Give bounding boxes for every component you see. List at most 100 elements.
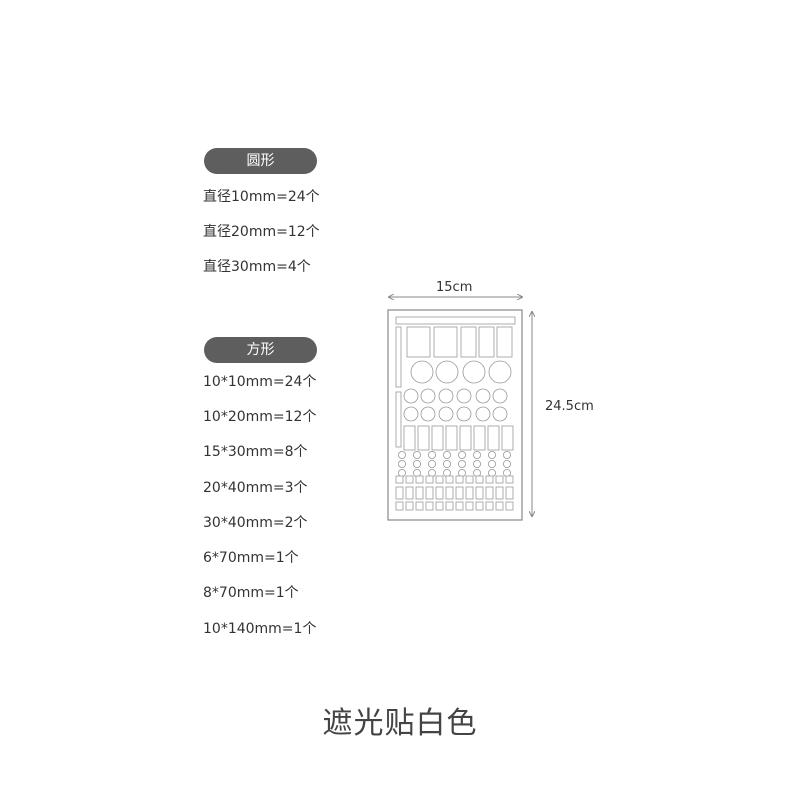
rect-10x20-sticker — [505, 486, 514, 500]
circle-10mm-sticker — [397, 459, 406, 468]
circle-10mm-sticker — [457, 450, 466, 459]
rect-30x40-sticker — [406, 326, 431, 358]
square-10x10-sticker — [435, 475, 444, 484]
square-10x10-sticker — [505, 475, 514, 484]
rect-15x30-sticker — [459, 425, 472, 451]
circle-10mm-sticker — [487, 450, 496, 459]
circle-10mm-sticker — [472, 459, 481, 468]
circle-spec-item: 直径20mm=12个 — [203, 224, 320, 240]
circle-10mm-sticker — [412, 459, 421, 468]
square-section-title: 方形 — [204, 337, 317, 363]
circle-10mm-sticker — [502, 450, 511, 459]
rect-30x40-sticker — [433, 326, 458, 358]
circle-10mm-sticker — [427, 468, 436, 477]
circle-30mm-sticker — [410, 360, 434, 384]
circle-20mm-sticker — [438, 388, 454, 404]
circle-10mm-sticker — [487, 468, 496, 477]
strip-8x70-sticker — [395, 391, 402, 448]
square-10x10-sticker — [455, 501, 464, 511]
circle-10mm-sticker — [412, 450, 421, 459]
rect-15x30-sticker — [445, 425, 458, 451]
width-label: 15cm — [436, 280, 473, 295]
circle-10mm-sticker — [487, 459, 496, 468]
square-spec-item: 10*140mm=1个 — [203, 621, 317, 637]
rect-15x30-sticker — [431, 425, 444, 451]
square-10x10-sticker — [395, 501, 404, 511]
circle-10mm-sticker — [427, 450, 436, 459]
circle-10mm-sticker — [502, 459, 511, 468]
rect-10x20-sticker — [425, 486, 434, 500]
circle-10mm-sticker — [472, 450, 481, 459]
circle-10mm-sticker — [442, 468, 451, 477]
square-10x10-sticker — [465, 475, 474, 484]
circle-20mm-sticker — [475, 406, 491, 422]
square-spec-item: 30*40mm=2个 — [203, 515, 308, 531]
circle-20mm-sticker — [456, 388, 472, 404]
square-10x10-sticker — [415, 475, 424, 484]
rect-10x20-sticker — [465, 486, 474, 500]
rect-20x40-sticker — [460, 326, 477, 358]
circle-10mm-sticker — [457, 459, 466, 468]
circle-10mm-sticker — [442, 450, 451, 459]
circle-20mm-sticker — [475, 388, 491, 404]
rect-10x20-sticker — [415, 486, 424, 500]
circle-20mm-sticker — [492, 406, 508, 422]
square-10x10-sticker — [455, 475, 464, 484]
caption: 遮光贴白色 — [322, 706, 478, 741]
rect-10x20-sticker — [435, 486, 444, 500]
circle-30mm-sticker — [488, 360, 512, 384]
circle-20mm-sticker — [438, 406, 454, 422]
square-10x10-sticker — [425, 475, 434, 484]
square-10x10-sticker — [495, 475, 504, 484]
circle-20mm-sticker — [403, 406, 419, 422]
circle-20mm-sticker — [492, 388, 508, 404]
square-10x10-sticker — [485, 501, 494, 511]
circle-section-title: 圆形 — [204, 148, 317, 174]
square-10x10-sticker — [505, 501, 514, 511]
circle-30mm-sticker — [462, 360, 486, 384]
square-spec-item: 6*70mm=1个 — [203, 550, 299, 566]
square-10x10-sticker — [485, 475, 494, 484]
rect-10x20-sticker — [405, 486, 414, 500]
rect-10x20-sticker — [495, 486, 504, 500]
rect-15x30-sticker — [487, 425, 500, 451]
circle-10mm-sticker — [457, 468, 466, 477]
rect-15x30-sticker — [473, 425, 486, 451]
circle-10mm-sticker — [427, 459, 436, 468]
circle-30mm-sticker — [435, 360, 459, 384]
square-10x10-sticker — [495, 501, 504, 511]
square-spec-item: 10*10mm=24个 — [203, 374, 317, 390]
square-spec-item: 8*70mm=1个 — [203, 585, 299, 601]
square-10x10-sticker — [475, 475, 484, 484]
circle-10mm-sticker — [442, 459, 451, 468]
square-10x10-sticker — [445, 475, 454, 484]
rect-10x20-sticker — [485, 486, 494, 500]
square-10x10-sticker — [465, 501, 474, 511]
circle-20mm-sticker — [420, 406, 436, 422]
square-spec-item: 10*20mm=12个 — [203, 409, 317, 425]
rect-10x20-sticker — [455, 486, 464, 500]
square-10x10-sticker — [475, 501, 484, 511]
circle-spec-item: 直径30mm=4个 — [203, 259, 311, 275]
strip-6x70-sticker — [395, 326, 402, 388]
circle-spec-item: 直径10mm=24个 — [203, 189, 320, 205]
square-10x10-sticker — [415, 501, 424, 511]
circle-20mm-sticker — [403, 388, 419, 404]
square-10x10-sticker — [425, 501, 434, 511]
square-10x10-sticker — [435, 501, 444, 511]
rect-10x20-sticker — [445, 486, 454, 500]
square-10x10-sticker — [445, 501, 454, 511]
square-spec-item: 15*30mm=8个 — [203, 444, 308, 460]
height-label: 24.5cm — [545, 399, 594, 414]
square-spec-item: 20*40mm=3个 — [203, 480, 308, 496]
circle-10mm-sticker — [412, 468, 421, 477]
square-10x10-sticker — [405, 475, 414, 484]
rect-20x40-sticker — [496, 326, 513, 358]
strip-10x140-sticker — [395, 316, 516, 325]
square-10x10-sticker — [395, 475, 404, 484]
circle-10mm-sticker — [397, 450, 406, 459]
square-10x10-sticker — [405, 501, 414, 511]
rect-20x40-sticker — [478, 326, 495, 358]
rect-15x30-sticker — [501, 425, 514, 451]
rect-10x20-sticker — [395, 486, 404, 500]
